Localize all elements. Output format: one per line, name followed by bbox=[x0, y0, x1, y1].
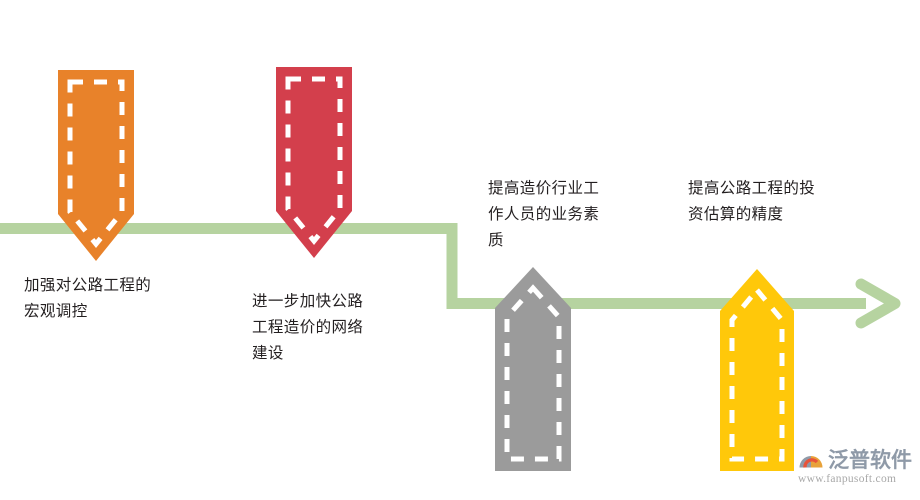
watermark-brand-row: 泛普软件 bbox=[796, 443, 916, 475]
arrow-shape-3 bbox=[495, 267, 571, 471]
watermark: 泛普软件 www.fanpusoft.com bbox=[796, 443, 916, 495]
arrow-label-4: 提高公路工程的投 资估算的精度 bbox=[688, 179, 816, 223]
arrow-dashed-outline-3 bbox=[504, 284, 562, 462]
arrow-dashed-outline-1 bbox=[67, 79, 125, 248]
arrow-body-2 bbox=[276, 67, 352, 258]
arrow-label-2: 进一步加快公路 工程造价的网络 建设 bbox=[252, 292, 364, 362]
fanpu-logo-icon bbox=[796, 444, 826, 474]
arrow-label-3: 提高造价行业工 作人员的业务素 质 bbox=[488, 179, 600, 249]
arrow-body-4 bbox=[720, 269, 794, 471]
timeline-arrowhead-icon bbox=[855, 278, 901, 329]
watermark-brand-text: 泛普软件 bbox=[828, 448, 912, 472]
arrow-body-3 bbox=[495, 267, 571, 471]
arrow-shape-4 bbox=[720, 269, 794, 471]
watermark-url: www.fanpusoft.com bbox=[798, 473, 897, 485]
arrow-shape-2 bbox=[276, 67, 352, 258]
arrow-shape-1 bbox=[58, 70, 134, 261]
arrow-dashed-outline-2 bbox=[285, 76, 343, 245]
arrow-label-1: 加强对公路工程的 宏观调控 bbox=[24, 276, 152, 320]
timeline-path bbox=[0, 223, 901, 329]
timeline-path-line bbox=[0, 223, 866, 309]
arrow-body-1 bbox=[58, 70, 134, 261]
arrow-dashed-outline-4 bbox=[729, 286, 785, 462]
